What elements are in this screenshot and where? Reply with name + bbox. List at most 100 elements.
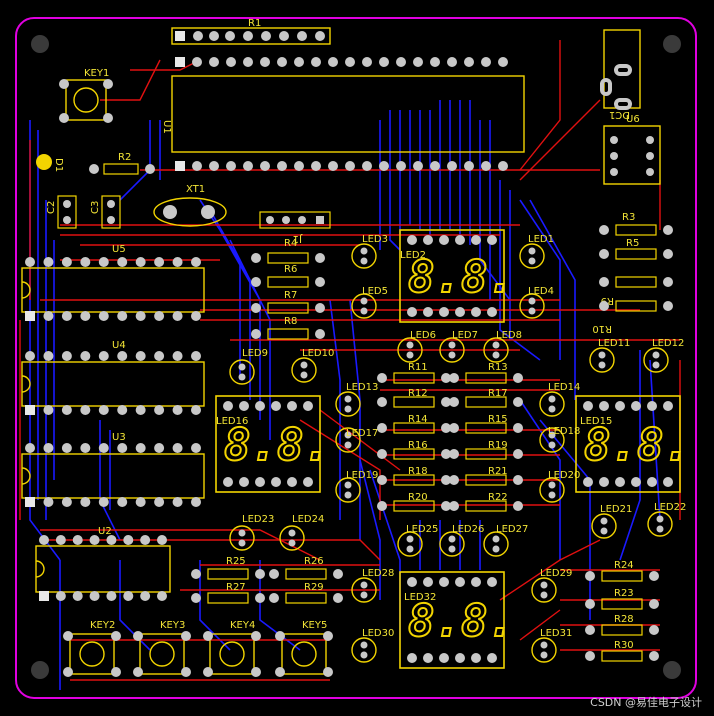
label-r9: R9	[601, 295, 614, 306]
label-dc1: DC1	[609, 109, 630, 120]
label-led27: LED27	[496, 524, 528, 535]
label-led29: LED29	[540, 568, 572, 579]
label-r13: R13	[488, 362, 508, 373]
label-led8: LED8	[496, 330, 522, 341]
label-key1: KEY1	[84, 68, 109, 79]
label-key5: KEY5	[302, 620, 327, 631]
label-u3: U3	[112, 432, 126, 443]
label-led10: LED10	[302, 348, 334, 359]
r1-pads	[175, 31, 325, 41]
label-led26: LED26	[452, 524, 484, 535]
label-r16: R16	[408, 440, 428, 451]
label-led19: LED19	[346, 470, 378, 481]
label-led4: LED4	[528, 286, 554, 297]
label-u1: U1	[161, 120, 172, 134]
label-led15: LED15	[580, 416, 612, 427]
label-led13: LED13	[346, 382, 378, 393]
label-r5: R5	[626, 238, 639, 249]
watermark: CSDN @易佳电子设计	[590, 696, 702, 709]
label-led14: LED14	[548, 382, 580, 393]
label-key3: KEY3	[160, 620, 185, 631]
u1-outline	[171, 75, 525, 153]
dc1-outline	[603, 29, 641, 109]
label-led18: LED18	[548, 426, 580, 437]
u6-outline	[603, 125, 661, 185]
label-r20: R20	[408, 492, 428, 503]
label-led1: LED1	[528, 234, 554, 245]
label-u2: U2	[98, 526, 112, 537]
d1-body	[36, 154, 52, 170]
label-led21: LED21	[600, 504, 632, 515]
label-led22: LED22	[654, 502, 686, 513]
bottom-traces	[29, 100, 661, 690]
label-r25: R25	[226, 556, 246, 567]
label-led9: LED9	[242, 348, 268, 359]
label-led28: LED28	[362, 568, 394, 579]
dip-ics	[21, 257, 205, 601]
label-r11: R11	[408, 362, 428, 373]
label-r22: R22	[488, 492, 508, 503]
label-r8: R8	[284, 316, 297, 327]
label-r1: R1	[248, 18, 261, 29]
label-led12: LED12	[652, 338, 684, 349]
label-r27: R27	[226, 582, 246, 593]
label-d1: D1	[53, 158, 64, 172]
svg-text:8.8.: 8.8.	[584, 420, 690, 471]
label-r30: R30	[614, 640, 634, 651]
label-led2: LED2	[400, 250, 426, 261]
label-r24: R24	[614, 560, 634, 571]
label-led7: LED7	[452, 330, 478, 341]
mounting-holes	[31, 35, 681, 679]
label-led11: LED11	[598, 338, 630, 349]
label-led25: LED25	[406, 524, 438, 535]
label-c3: C3	[90, 201, 101, 214]
key1-outline	[65, 79, 107, 121]
xt1-outline	[153, 197, 227, 227]
svg-text:8.8.: 8.8.	[408, 596, 514, 647]
label-r17: R17	[488, 388, 508, 399]
label-led23: LED23	[242, 514, 274, 525]
label-led24: LED24	[292, 514, 324, 525]
label-r26: R26	[304, 556, 324, 567]
label-r6: R6	[284, 264, 297, 275]
label-led30: LED30	[362, 628, 394, 639]
r2-outline	[103, 163, 139, 175]
label-u6: U6	[626, 114, 640, 125]
svg-text:8.8.: 8.8.	[224, 420, 330, 471]
u1-pads	[175, 57, 508, 171]
label-led31: LED31	[540, 628, 572, 639]
label-r23: R23	[614, 588, 634, 599]
label-led5: LED5	[362, 286, 388, 297]
label-r28: R28	[614, 614, 634, 625]
label-r15: R15	[488, 414, 508, 425]
label-j1: J1	[293, 233, 303, 244]
label-r19: R19	[488, 440, 508, 451]
r1-outline	[171, 27, 331, 45]
label-led32: LED32	[404, 592, 436, 603]
label-r2: R2	[118, 152, 131, 163]
label-r3: R3	[622, 212, 635, 223]
label-led17: LED17	[346, 428, 378, 439]
label-xt1: XT1	[186, 184, 205, 195]
silkscreen-labels: R1 KEY1 R2 U1 D1 C2 C3 XT1 J1 DC1 U6 U5 …	[46, 18, 640, 537]
label-u5: U5	[112, 244, 126, 255]
label-key2: KEY2	[90, 620, 115, 631]
top-traces	[19, 40, 681, 681]
label-r4: R4	[284, 238, 297, 249]
label-r18: R18	[408, 466, 428, 477]
label-c2: C2	[46, 201, 57, 214]
label-u4: U4	[112, 340, 126, 351]
label-led6: LED6	[410, 330, 436, 341]
label-led3: LED3	[362, 234, 388, 245]
label-r7: R7	[284, 290, 297, 301]
label-r14: R14	[408, 414, 428, 425]
label-r10: R10	[592, 323, 612, 334]
label-led16: LED16	[216, 416, 248, 427]
label-r12: R12	[408, 388, 428, 399]
